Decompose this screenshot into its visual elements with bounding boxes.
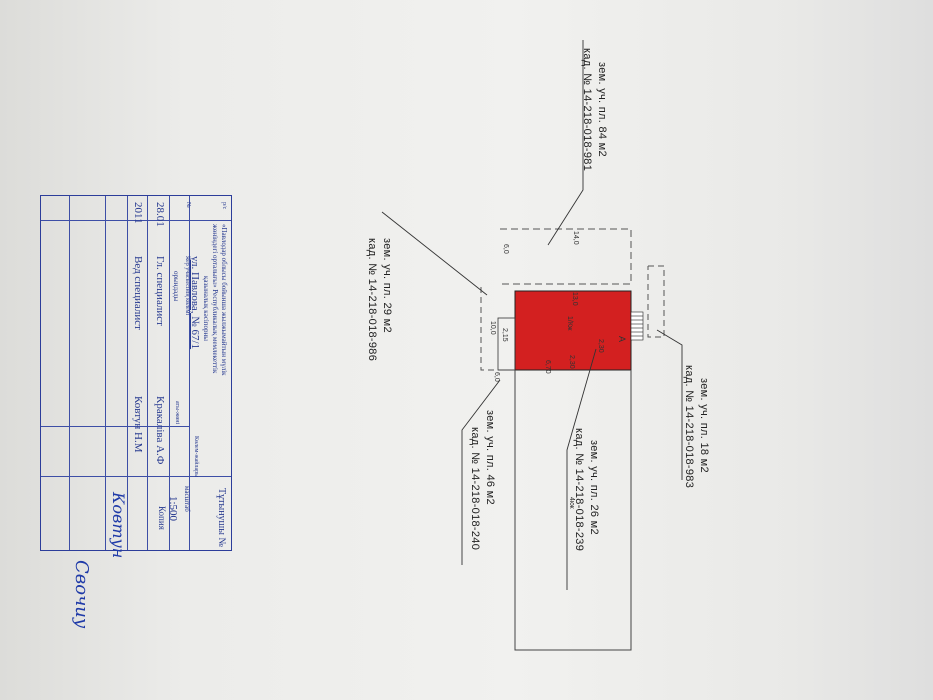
dim-215: 2,15 — [501, 328, 508, 342]
stamp-org-3: қазыналық кәсіпорны — [202, 276, 210, 341]
stamp-hline-3 — [41, 476, 231, 477]
stamp-row1-date: 28.01 — [154, 202, 166, 227]
letter-a: А — [617, 336, 627, 343]
stamp-area-label: аты-жөні — [174, 401, 180, 425]
dim-floor: 1/Кж — [566, 316, 573, 331]
dim-670: 6,70 — [544, 360, 551, 374]
stamp-scale-label: масштаб — [183, 486, 191, 512]
plot-986-boundary — [480, 287, 498, 371]
stamp-row1-name: Кракаліва А.Ф — [154, 396, 166, 465]
stamp-kaz-label: Көлем-жайлары — [193, 436, 199, 478]
title-stamp: «Павлодар облысы бойынша жылжымайтын мүл… — [40, 195, 232, 551]
stamp-address-note: жер учаскесінің көлемі — [184, 256, 190, 316]
stamp-scale: 1:500 — [167, 496, 179, 522]
plot-986-area: зем. уч. пл. 29 м2 — [381, 238, 393, 333]
plot-986-kad: кад. № 14-218-018-986 — [366, 238, 378, 362]
dim-13: 13,0 — [571, 292, 578, 306]
signature-2: Ковтун — [109, 492, 128, 559]
dim-14: 14,0 — [572, 231, 579, 245]
dim-4kj: 4кж — [568, 497, 575, 509]
plot-240-kad: кад. № 14-218-018-240 — [469, 427, 481, 551]
stamp-org-1: «Павлодар облысы бойынша жылжымайтын мүл… — [220, 224, 228, 376]
leader-239 — [566, 348, 597, 590]
stamp-address: ул. Павлова, № 67/1 — [189, 256, 201, 350]
building-stairs — [630, 311, 644, 341]
plot-983-area: зем. уч. пл. 18 м2 — [698, 378, 710, 473]
plot-239-boundary — [514, 370, 632, 651]
plot-983-kad: кад. № 14-218-018-983 — [683, 365, 695, 489]
dim-6a: 6,0 — [502, 244, 509, 254]
leader-983 — [656, 329, 683, 480]
plot-981-boundary — [500, 228, 632, 285]
dim-230b: 2,30 — [597, 339, 604, 353]
building-footprint — [514, 290, 632, 371]
stamp-side-2: р/с — [221, 202, 227, 210]
stamp-divider-6 — [189, 196, 190, 550]
dim-6b: 6,0 — [493, 372, 500, 382]
plot-981-kad: кад. № 14-218-018-981 — [581, 48, 593, 172]
stamp-sheet-label: Тұтынушы № — [216, 488, 227, 548]
porch-area — [497, 317, 516, 371]
stamp-hline-2 — [41, 426, 189, 427]
dim-230a: 2,30 — [568, 355, 575, 369]
stamp-divider-3 — [127, 196, 128, 550]
stamp-row1-role: Гл. специалист — [154, 256, 166, 326]
dim-10: 10,0 — [489, 321, 496, 335]
stamp-hline-1 — [41, 220, 231, 221]
stamp-divider-1 — [69, 196, 70, 550]
stamp-divider-5 — [169, 196, 170, 550]
plot-239-area: зем. уч. пл. 26 м2 — [588, 440, 600, 535]
leader-240 — [461, 379, 501, 565]
plot-239-kad: кад. № 14-218-018-239 — [573, 428, 585, 552]
plot-983-boundary — [647, 265, 665, 338]
stamp-exec-label: орындады — [172, 271, 180, 302]
leader-981 — [547, 40, 584, 246]
stamp-side-1: № — [185, 202, 191, 208]
stamp-kopy: Копия — [157, 506, 167, 530]
stamp-row2-name: Ковтун Н.М — [132, 396, 144, 453]
stamp-org-2: жөніндегі орталығы» Республикалық мемлек… — [211, 224, 219, 374]
stamp-divider-4 — [147, 196, 148, 550]
stamp-divider-2 — [105, 196, 106, 550]
stamp-row2-date: 2011 — [132, 202, 144, 224]
signature-1: Свочиу — [71, 560, 92, 629]
plot-240-area: зем. уч. пл. 46 м2 — [484, 410, 496, 505]
stamp-row2-role: Вед специалист — [132, 256, 144, 330]
plot-981-area: зем. уч. пл. 84 м2 — [596, 62, 608, 157]
leader-986 — [381, 211, 488, 296]
